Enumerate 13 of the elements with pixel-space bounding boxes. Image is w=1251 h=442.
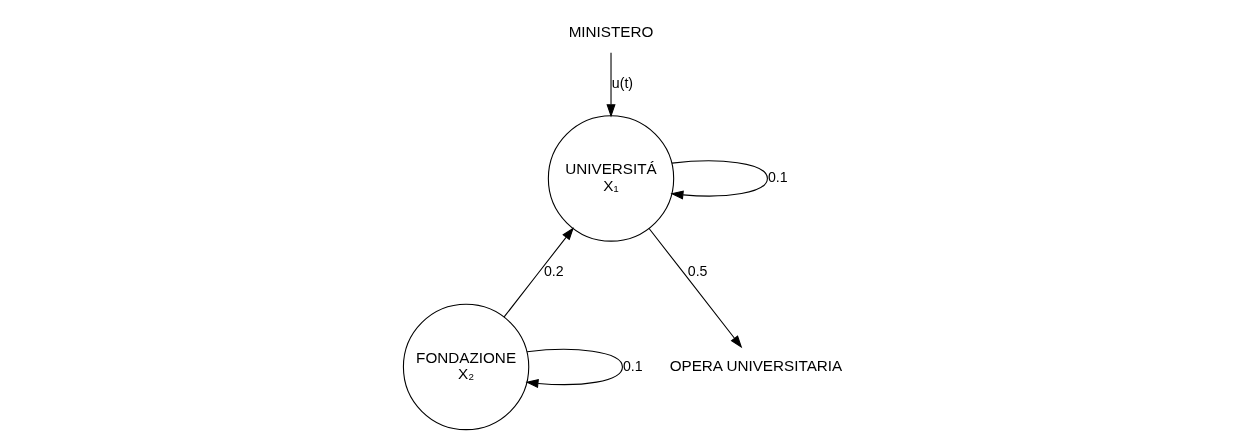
arrow [605,51,616,117]
arrow [669,159,768,199]
edge-label: 0.1 [767,168,788,185]
arrow [503,226,574,317]
arrow [524,348,623,388]
arrow [648,227,742,348]
edge-label: 0.5 [687,262,707,279]
edge-label: u(t) [611,74,633,91]
node-text: OPERA UNIVERSITARIA [669,356,842,374]
node-text: MINISTERO [568,22,653,40]
node-circle: FONDAZIONE X₂ [402,303,529,430]
edge-label: 0.2 [543,262,564,279]
edge-label: 0.1 [622,357,643,374]
